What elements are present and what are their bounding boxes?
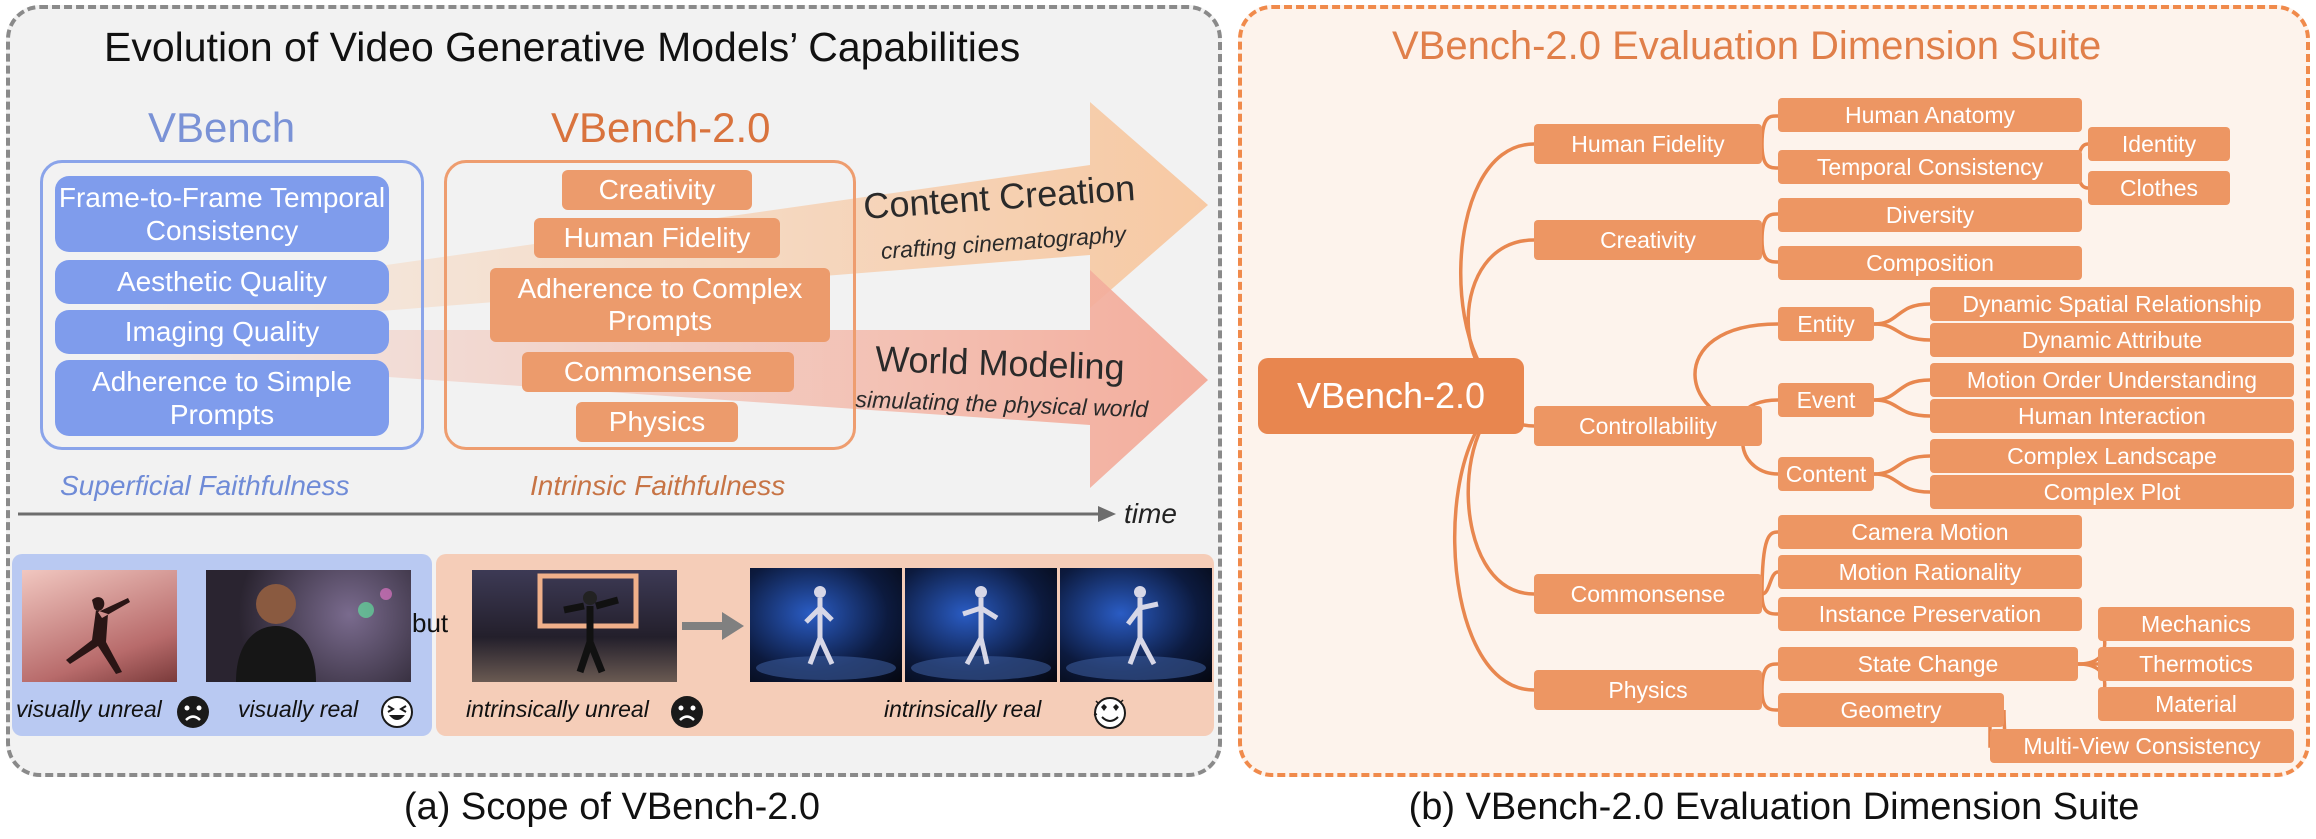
vbench-item-imaging: Imaging Quality [55,310,389,354]
dancer-image [22,570,177,682]
node-clothes: Clothes [2088,171,2230,205]
caption-visually-real: visually real [238,696,359,722]
node-material: Material [2098,687,2294,721]
frame-3-image [1060,568,1212,682]
sad-face-icon-2 [671,696,703,728]
vbench2-item-complex-prompts: Adherence to Complex Prompts [490,268,830,342]
node-camera-motion: Camera Motion [1778,515,2082,549]
node-commonsense: Commonsense [1534,574,1762,614]
node-content: Content [1778,457,1874,491]
vbench2-title: VBench-2.0 [551,104,771,151]
vbench-item-temporal: Frame-to-Frame Temporal Consistency [55,176,389,252]
man-figure [236,584,392,682]
node-human-anatomy: Human Anatomy [1778,98,2082,132]
panel-b-caption: (b) VBench-2.0 Evaluation Dimension Suit… [1408,786,2140,828]
superficial-faithfulness-label: Superficial Faithfulness [60,470,350,501]
panel-a-title: Evolution of Video Generative Models’ Ca… [104,24,1021,70]
stage-scene [537,573,639,674]
vbench2-item-physics: Physics [576,402,738,442]
node-geometry: Geometry [1778,693,2004,727]
gray-arrow [682,612,744,640]
node-mechanics: Mechanics [2098,607,2294,641]
node-physics: Physics [1534,670,1762,710]
time-label: time [1124,498,1177,529]
caption-intrinsically-real: intrinsically real [884,696,1042,722]
stage-dancer-image [472,570,677,682]
node-multi-view-consistency: Multi-View Consistency [1990,729,2294,763]
node-complex-landscape: Complex Landscape [1930,439,2294,473]
vbench2-group [444,160,856,450]
vbench-group [40,160,424,450]
node-human-fidelity: Human Fidelity [1534,124,1762,164]
panel-a-caption: (a) Scope of VBench-2.0 [403,786,821,828]
vbench-title: VBench [148,104,296,151]
panel-b-title: VBench-2.0 Evaluation Dimension Suite [1392,24,2102,68]
caption-intrinsically-unreal: intrinsically unreal [466,696,649,722]
but-label: but [412,608,449,638]
node-event: Event [1778,383,1874,417]
frame-1-figure [756,586,896,680]
frame-1-image [750,568,902,682]
frame-2-image [905,568,1057,682]
frame-3-figure [1066,586,1206,680]
vbench2-item-creativity: Creativity [562,170,752,210]
node-motion-rationality: Motion Rationality [1778,555,2082,589]
intrinsic-faithfulness-label: Intrinsic Faithfulness [530,470,786,501]
node-temporal-consistency: Temporal Consistency [1778,150,2082,184]
frame-2-figure [911,586,1051,680]
node-root-vbench2: VBench-2.0 [1258,358,1524,434]
node-dynamic-spatial-relationship: Dynamic Spatial Relationship [1930,287,2294,321]
vbench2-item-human-fidelity: Human Fidelity [534,218,780,258]
vbench-item-aesthetic: Aesthetic Quality [55,260,389,304]
content-creation-arrow [140,102,1208,330]
vbench-item-simple-prompts: Adherence to Simple Prompts [55,360,389,436]
node-entity: Entity [1778,307,1874,341]
heart-eyes-face-icon [1093,697,1126,729]
node-controllability: Controllability [1534,406,1762,446]
dancer-silhouette [66,597,130,674]
vbench2-item-commonsense: Commonsense [522,352,794,392]
node-motion-order-understanding: Motion Order Understanding [1930,363,2294,397]
sad-face-icon [177,696,209,728]
laughing-face-icon [381,696,413,728]
node-diversity: Diversity [1778,198,2082,232]
node-complex-plot: Complex Plot [1930,475,2294,509]
node-state-change: State Change [1778,647,2078,681]
node-instance-preservation: Instance Preservation [1778,597,2082,631]
node-human-interaction: Human Interaction [1930,399,2294,433]
node-creativity: Creativity [1534,220,1762,260]
node-thermotics: Thermotics [2098,647,2294,681]
time-axis [18,506,1116,522]
node-identity: Identity [2088,127,2230,161]
node-dynamic-attribute: Dynamic Attribute [1930,323,2294,357]
smiling-man-image [206,570,411,682]
node-composition: Composition [1778,246,2082,280]
caption-visually-unreal: visually unreal [16,696,162,722]
